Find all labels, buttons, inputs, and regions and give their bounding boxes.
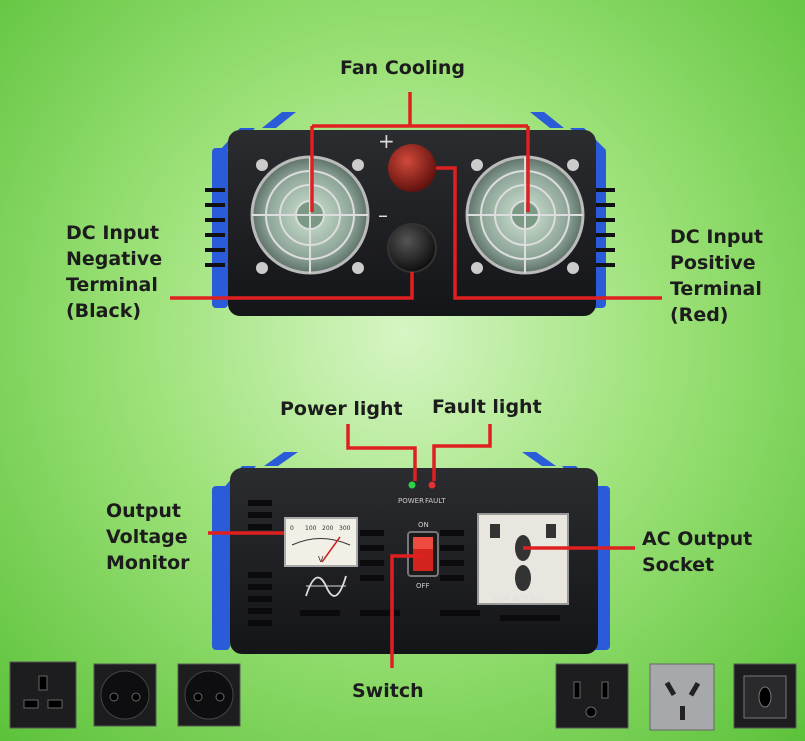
- label-line: (Red): [670, 304, 729, 326]
- minus-sign: –: [378, 203, 388, 227]
- label-line: AC Output: [642, 528, 753, 550]
- dc-positive-label: DC Input Positive Terminal (Red): [670, 224, 763, 328]
- switch-on-label: ON: [418, 521, 429, 529]
- fault-light-led: [428, 481, 436, 489]
- ac-output-label: AC Output Socket: [642, 526, 752, 578]
- power-led-label: POWER: [398, 497, 424, 505]
- label-line: Terminal: [66, 274, 158, 296]
- fault-light-text: Fault light: [432, 396, 542, 418]
- label-line: (Black): [66, 300, 142, 322]
- switch-off-label: OFF: [416, 582, 430, 590]
- meter-tick-label: 100: [305, 525, 317, 532]
- fan-right: [465, 155, 585, 275]
- fan-cooling-text: Fan Cooling: [340, 57, 466, 79]
- plus-sign: +: [378, 129, 395, 153]
- meter-tick-label: 0: [290, 525, 294, 532]
- label-line: Output: [106, 500, 181, 522]
- universal-socket-icon: [733, 663, 797, 729]
- negative-terminal-knob: [387, 223, 437, 273]
- us-socket-icon: [555, 663, 629, 729]
- fan-cooling-label: Fan Cooling: [340, 55, 465, 81]
- uk-socket-icon: [9, 661, 77, 729]
- french-socket-icon: [93, 663, 157, 727]
- power-light-led: [408, 481, 416, 489]
- ac-output-socket: [477, 513, 569, 605]
- socket-caption: OUT AC220V: [493, 595, 545, 604]
- plug-type-icons: [9, 661, 797, 731]
- positive-terminal-knob: [388, 144, 436, 192]
- dc-negative-label: DC Input Negative Terminal (Black): [66, 220, 162, 324]
- fan-left: [250, 155, 370, 275]
- label-line: Monitor: [106, 552, 190, 574]
- label-line: Voltage: [106, 526, 188, 548]
- output-voltage-label: Output Voltage Monitor: [106, 498, 190, 576]
- label-line: Socket: [642, 554, 715, 576]
- label-line: DC Input: [670, 226, 764, 248]
- power-light-text: Power light: [280, 398, 403, 420]
- meter-tick-label: 300: [339, 525, 351, 532]
- label-line: DC Input: [66, 222, 160, 244]
- voltage-meter: 0 100 200 300 V: [284, 517, 358, 567]
- meter-tick-label: 200: [322, 525, 334, 532]
- power-light-label: Power light: [280, 396, 403, 422]
- inverter-front-panel: 0 100 200 300 V POWER FAULT ON OFF OU: [212, 452, 610, 654]
- meter-needle: [321, 536, 341, 563]
- schuko-socket-icon: [177, 663, 241, 727]
- fault-light-label: Fault light: [432, 394, 542, 420]
- label-line: Positive: [670, 252, 756, 274]
- leader-lines: [170, 92, 662, 668]
- inverter-rear-panel: + –: [205, 112, 615, 316]
- fault-led-label: FAULT: [425, 497, 446, 505]
- vent-slots: [248, 500, 560, 626]
- switch-label: Switch: [352, 678, 424, 704]
- switch-text: Switch: [352, 680, 424, 702]
- meter-unit: V: [318, 555, 324, 564]
- label-line: Negative: [66, 248, 163, 270]
- label-line: Terminal: [670, 278, 762, 300]
- au-socket-icon: [649, 663, 715, 731]
